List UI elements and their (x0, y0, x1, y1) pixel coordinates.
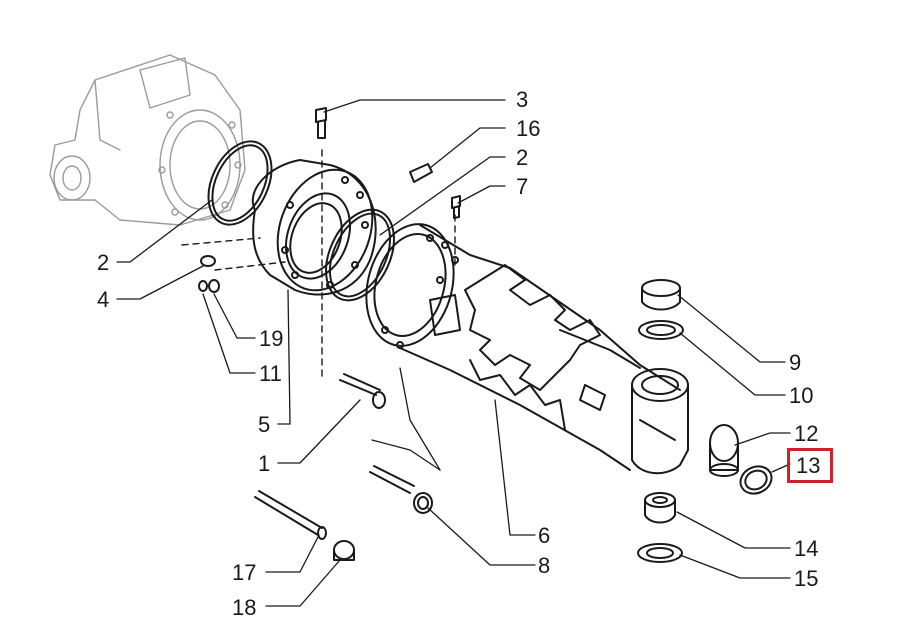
callout-12: 12 (794, 421, 819, 446)
bushing-14 (644, 492, 676, 524)
callout-13: 13 (796, 453, 821, 478)
screw-8 (369, 465, 433, 514)
bolt-3 (315, 107, 327, 139)
callout-2-right: 2 (516, 145, 529, 170)
callout-17: 17 (232, 560, 257, 585)
pivot-eye (631, 368, 689, 475)
callout-16: 16 (516, 116, 541, 141)
bolt-7 (451, 195, 461, 219)
o-ring-right (325, 208, 395, 302)
callout-14: 14 (794, 536, 819, 561)
fitting-11-19 (198, 279, 220, 293)
leader-lines (116, 99, 791, 607)
callout-19: 19 (259, 326, 284, 351)
callout-13-highlight (787, 448, 833, 483)
alignment-lines (181, 149, 456, 381)
stud-17 (254, 490, 327, 540)
washer-10 (638, 320, 684, 340)
differential-housing-ghost (49, 54, 246, 226)
callout-3: 3 (516, 87, 529, 112)
callout-5: 5 (258, 412, 271, 437)
callout-7: 7 (516, 174, 529, 199)
seal-ring-13 (739, 465, 773, 495)
bushing-12 (709, 424, 739, 477)
axle-housing (365, 223, 681, 471)
flange-ring (251, 159, 377, 296)
callout-10: 10 (789, 383, 814, 408)
washer-15 (637, 543, 683, 563)
callout-9: 9 (789, 350, 802, 375)
callout-1: 1 (258, 451, 271, 476)
bolt-1 (339, 373, 386, 409)
callout-18: 18 (232, 595, 257, 620)
callout-11: 11 (259, 361, 282, 386)
bushing-9 (641, 279, 681, 311)
seal-4 (200, 255, 216, 267)
callout-6: 6 (538, 523, 551, 548)
callout-4: 4 (97, 287, 110, 312)
nut-18 (333, 540, 355, 561)
o-ring-left (207, 140, 273, 226)
callout-15: 15 (794, 566, 819, 591)
callout-8: 8 (538, 553, 551, 578)
callout-2-left: 2 (97, 250, 110, 275)
plug-16 (409, 163, 433, 183)
